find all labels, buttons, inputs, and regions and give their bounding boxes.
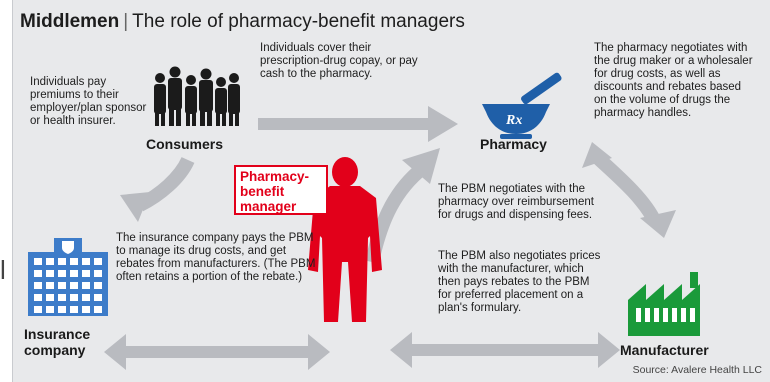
arrow-pbm-manufacturer: [390, 332, 620, 368]
title-separator: |: [123, 11, 129, 32]
office-building-icon: [28, 238, 108, 316]
text-insurance-pays: The insurance company pays the PBM to ma…: [116, 232, 316, 283]
people-silhouettes-icon: [154, 66, 240, 126]
title-bold: Middlemen: [20, 11, 120, 32]
text-individuals-cover: Individuals cover their prescription-dru…: [260, 42, 418, 80]
svg-text:Rx: Rx: [505, 113, 522, 128]
text-pbm-negotiates-pharmacy: The PBM negotiates with the pharmacy ove…: [438, 183, 594, 221]
manufacturer-label: Manufacturer: [620, 342, 709, 358]
arrow-consumers-to-pharmacy: [258, 106, 458, 142]
diagram-title: Middlemen|The role of pharmacy-benefit m…: [20, 11, 465, 33]
mortar-pestle-rx-icon: Rx: [482, 72, 562, 139]
text-pharmacy-negotiates: The pharmacy negotiates with the drug ma…: [594, 42, 753, 119]
source-credit: Source: Avalere Health LLC: [632, 364, 762, 376]
pbm-label-box: Pharmacy-benefit manager: [234, 165, 328, 215]
arrow-pharmacy-manufacturer: [582, 142, 676, 238]
text-pbm-negotiates-manufacturer: The PBM also negotiates prices with the …: [438, 250, 601, 314]
pharmacy-label: Pharmacy: [480, 136, 547, 152]
businessman-silhouette-icon: [308, 157, 382, 322]
factory-icon: [628, 272, 700, 336]
text-individuals-pay: Individuals pay premiums to their employ…: [30, 76, 147, 127]
arrow-pbm-to-pharmacy: [365, 148, 440, 264]
insurance-label: Insurance company: [24, 326, 91, 358]
arrow-consumers-to-insurance: [120, 156, 195, 222]
consumers-label: Consumers: [146, 136, 224, 152]
edge-glyph: l: [0, 255, 6, 285]
title-rest: The role of pharmacy-benefit managers: [132, 11, 465, 32]
arrow-insurance-pbm: [104, 334, 330, 370]
